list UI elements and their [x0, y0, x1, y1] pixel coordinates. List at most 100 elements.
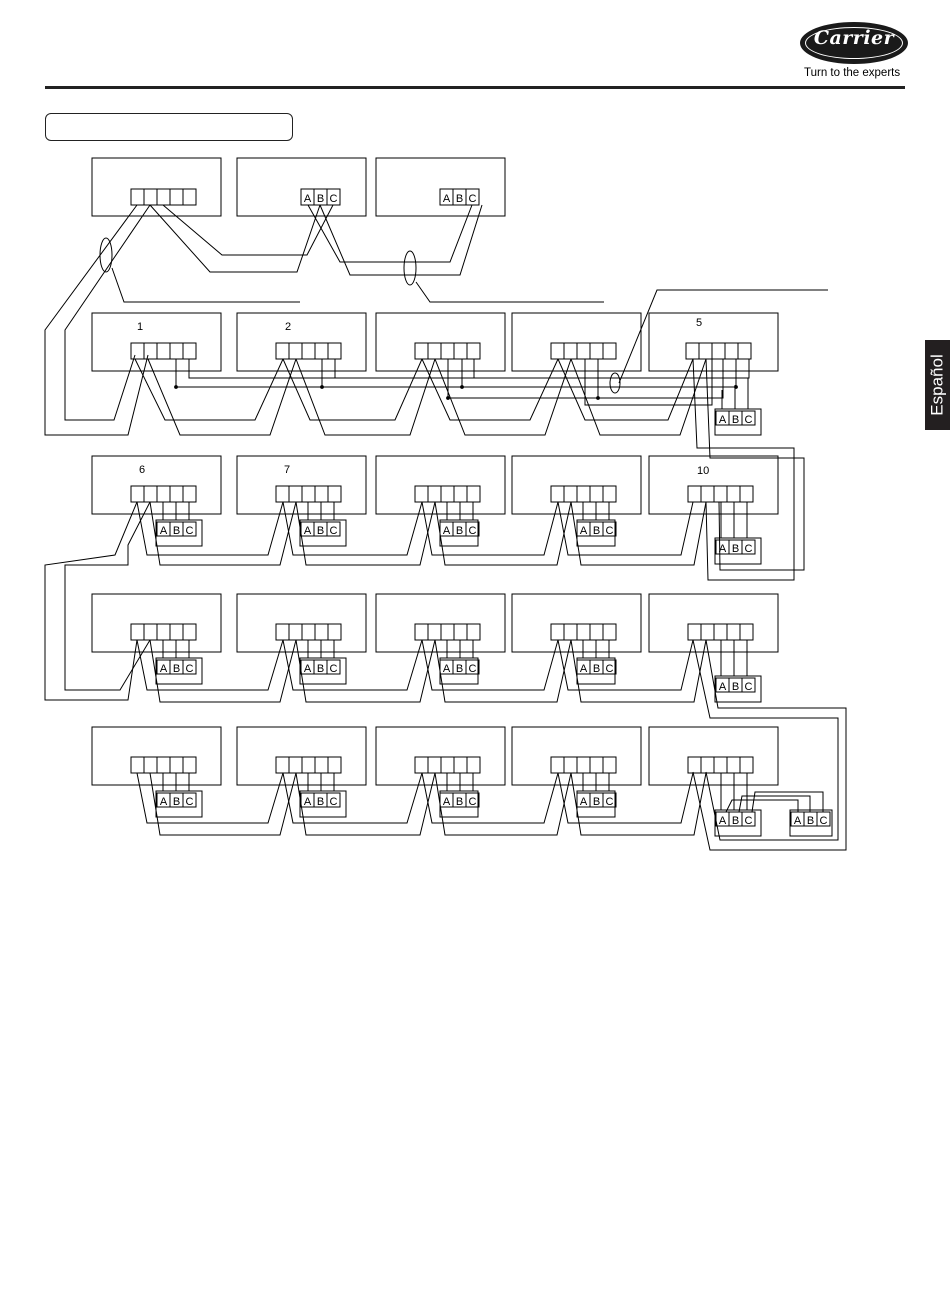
terminal-c: C — [330, 193, 338, 205]
terminal-c: C — [469, 663, 477, 675]
terminal-b: B — [732, 543, 739, 555]
indoor-unit — [376, 727, 505, 785]
terminal-b: B — [317, 193, 324, 205]
indoor-unit-row-2: 6 7 10 A B C A B C A B C A — [92, 456, 778, 564]
indoor-unit — [512, 727, 641, 785]
terminal-b: B — [732, 681, 739, 693]
indoor-unit: 7 — [237, 456, 366, 514]
terminal-c: C — [606, 525, 614, 537]
wired-remote-controller: A B C — [156, 520, 202, 546]
terminal-c: C — [745, 543, 753, 555]
terminal-b: B — [456, 663, 463, 675]
wired-remote-controller: A B C — [300, 791, 346, 817]
indoor-unit — [92, 727, 221, 785]
wired-remote-controller: A B C — [440, 791, 479, 817]
terminal-c: C — [186, 796, 194, 808]
terminal-b: B — [317, 663, 324, 675]
terminal-a: A — [443, 193, 451, 205]
terminal-c: C — [469, 193, 477, 205]
terminal-c: C — [469, 796, 477, 808]
terminal-b: B — [317, 796, 324, 808]
terminal-b: B — [173, 525, 180, 537]
terminal-a: A — [304, 663, 312, 675]
indoor-unit-row-1: 1 2 5 A B C — [92, 313, 778, 435]
terminal-c: C — [330, 663, 338, 675]
indoor-unit — [92, 594, 221, 652]
master-controller-box — [92, 158, 221, 216]
terminal-b: B — [807, 815, 814, 827]
terminal-b: B — [456, 796, 463, 808]
wired-remote-controller: A B C — [715, 409, 761, 435]
wired-remote-controller: A B C — [577, 791, 616, 817]
indoor-unit — [649, 594, 778, 652]
terminal-b: B — [456, 193, 463, 205]
terminal-b: B — [456, 525, 463, 537]
unit-number: 6 — [139, 464, 145, 476]
terminal-c: C — [745, 681, 753, 693]
terminal-a: A — [719, 543, 727, 555]
terminal-b: B — [173, 796, 180, 808]
terminal-b: B — [593, 525, 600, 537]
terminal-a: A — [580, 525, 588, 537]
terminal-c: C — [330, 525, 338, 537]
wired-remote-controller: A B C — [440, 658, 479, 684]
central-controller-box-2 — [376, 158, 505, 216]
terminal-a: A — [304, 796, 312, 808]
indoor-unit-row-3: A B C A B C A B C A B C A B C — [92, 594, 778, 702]
indoor-unit — [376, 456, 505, 514]
wired-remote-controller: A B C — [156, 658, 202, 684]
abc-terminal-strip: A B C — [440, 189, 479, 205]
indoor-unit — [376, 594, 505, 652]
terminal-b: B — [317, 525, 324, 537]
terminal-a: A — [580, 663, 588, 675]
unit-number: 1 — [137, 321, 143, 333]
indoor-unit — [649, 727, 778, 785]
wired-remote-controller: A B C — [577, 520, 616, 546]
indoor-unit — [512, 594, 641, 652]
terminal-a: A — [160, 663, 168, 675]
indoor-unit — [237, 594, 366, 652]
row-3-wiring — [137, 640, 846, 850]
terminal-c: C — [606, 663, 614, 675]
terminal-a: A — [443, 796, 451, 808]
terminal-a: A — [443, 663, 451, 675]
unit-number: 10 — [697, 465, 709, 477]
terminal-b: B — [593, 796, 600, 808]
terminal-c: C — [745, 414, 753, 426]
terminal-b: B — [593, 663, 600, 675]
terminal-c: C — [469, 525, 477, 537]
wired-remote-controller: A B C — [577, 658, 616, 684]
indoor-unit: 6 — [92, 456, 221, 514]
terminal-a: A — [794, 815, 802, 827]
terminal-a: A — [160, 796, 168, 808]
top-controllers: A B C A B C — [92, 158, 505, 216]
terminal-b: B — [732, 414, 739, 426]
wired-remote-controller: A B C — [300, 658, 346, 684]
unit-number: 7 — [284, 464, 290, 476]
master-terminal-strip — [131, 189, 196, 205]
wired-remote-controller: A B C — [156, 791, 202, 817]
unit-number: 2 — [285, 321, 291, 333]
indoor-unit: 10 — [649, 456, 778, 514]
indoor-unit: 5 — [649, 313, 778, 371]
wired-remote-controller: A B C — [440, 520, 479, 546]
terminal-c: C — [745, 815, 753, 827]
terminal-c: C — [330, 796, 338, 808]
terminal-a: A — [443, 525, 451, 537]
abc-terminal-strip: A B C — [301, 189, 340, 205]
terminal-b: B — [173, 663, 180, 675]
row-2-wiring — [45, 502, 747, 700]
wired-remote-controller: A B C — [715, 676, 761, 702]
terminal-a: A — [580, 796, 588, 808]
indoor-unit — [512, 313, 641, 371]
terminal-a: A — [719, 681, 727, 693]
indoor-unit — [376, 313, 505, 371]
terminal-c: C — [820, 815, 828, 827]
wired-remote-controller-secondary: A B C — [790, 810, 832, 836]
terminal-a: A — [304, 525, 312, 537]
central-controller-box-1 — [237, 158, 366, 216]
indoor-unit: 2 — [237, 313, 366, 371]
indoor-unit: 1 — [92, 313, 221, 371]
terminal-c: C — [186, 525, 194, 537]
